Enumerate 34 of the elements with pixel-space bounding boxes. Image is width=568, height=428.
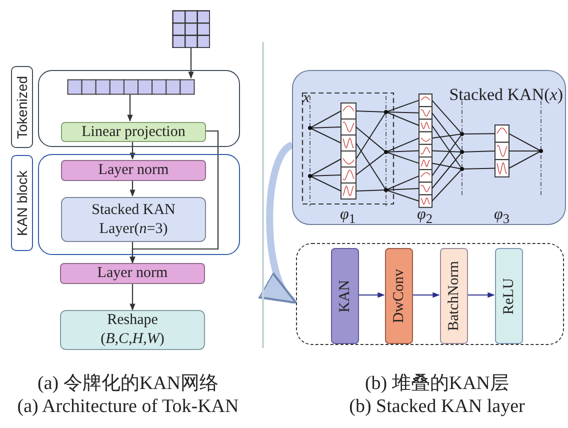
- layer-block: DwConv: [385, 248, 413, 344]
- layer-label: φ$_{2}$: [417, 206, 433, 228]
- input-label: x: [303, 90, 310, 107]
- panel-title: Stacked KAN(x): [449, 85, 563, 105]
- arrow: [130, 284, 136, 311]
- arrow: [130, 180, 136, 197]
- arrow: [130, 141, 136, 160]
- layer-block: BatchNorm: [440, 248, 468, 344]
- arrow: [127, 94, 133, 122]
- process-box: Reshape (B,C,H,W): [60, 310, 205, 350]
- process-box: Linear projection: [61, 122, 206, 142]
- arrow: [358, 292, 385, 298]
- process-box: Stacked KAN Layer(n=3): [61, 197, 206, 242]
- caption: (a) Architecture of Tok-KAN: [17, 396, 239, 418]
- process-box: Layer norm: [61, 160, 206, 181]
- layer-label: φ$_{3}$: [494, 206, 510, 228]
- arrow: [130, 130, 219, 264]
- curved-arrow: [259, 142, 297, 304]
- group-label: KAN block: [11, 155, 33, 251]
- layer-block: ReLU: [495, 248, 523, 344]
- arrow: [188, 48, 194, 79]
- dashed-frame: [296, 243, 564, 345]
- arrow: [412, 292, 440, 298]
- layer-block: KAN: [331, 248, 359, 344]
- layer-label: φ$_{1}$: [340, 206, 356, 228]
- token-strip: [67, 79, 195, 95]
- group-label: Tokenized: [11, 66, 33, 148]
- network-panel: [292, 70, 566, 225]
- caption: (a) 令牌化的KAN网络: [38, 372, 218, 396]
- caption: (b) 堆叠的KAN层: [364, 372, 510, 396]
- caption: (b) Stacked KAN layer: [349, 396, 525, 418]
- image-grid-drawing: [172, 10, 210, 48]
- process-box: Layer norm: [60, 263, 205, 284]
- arrow: [467, 292, 495, 298]
